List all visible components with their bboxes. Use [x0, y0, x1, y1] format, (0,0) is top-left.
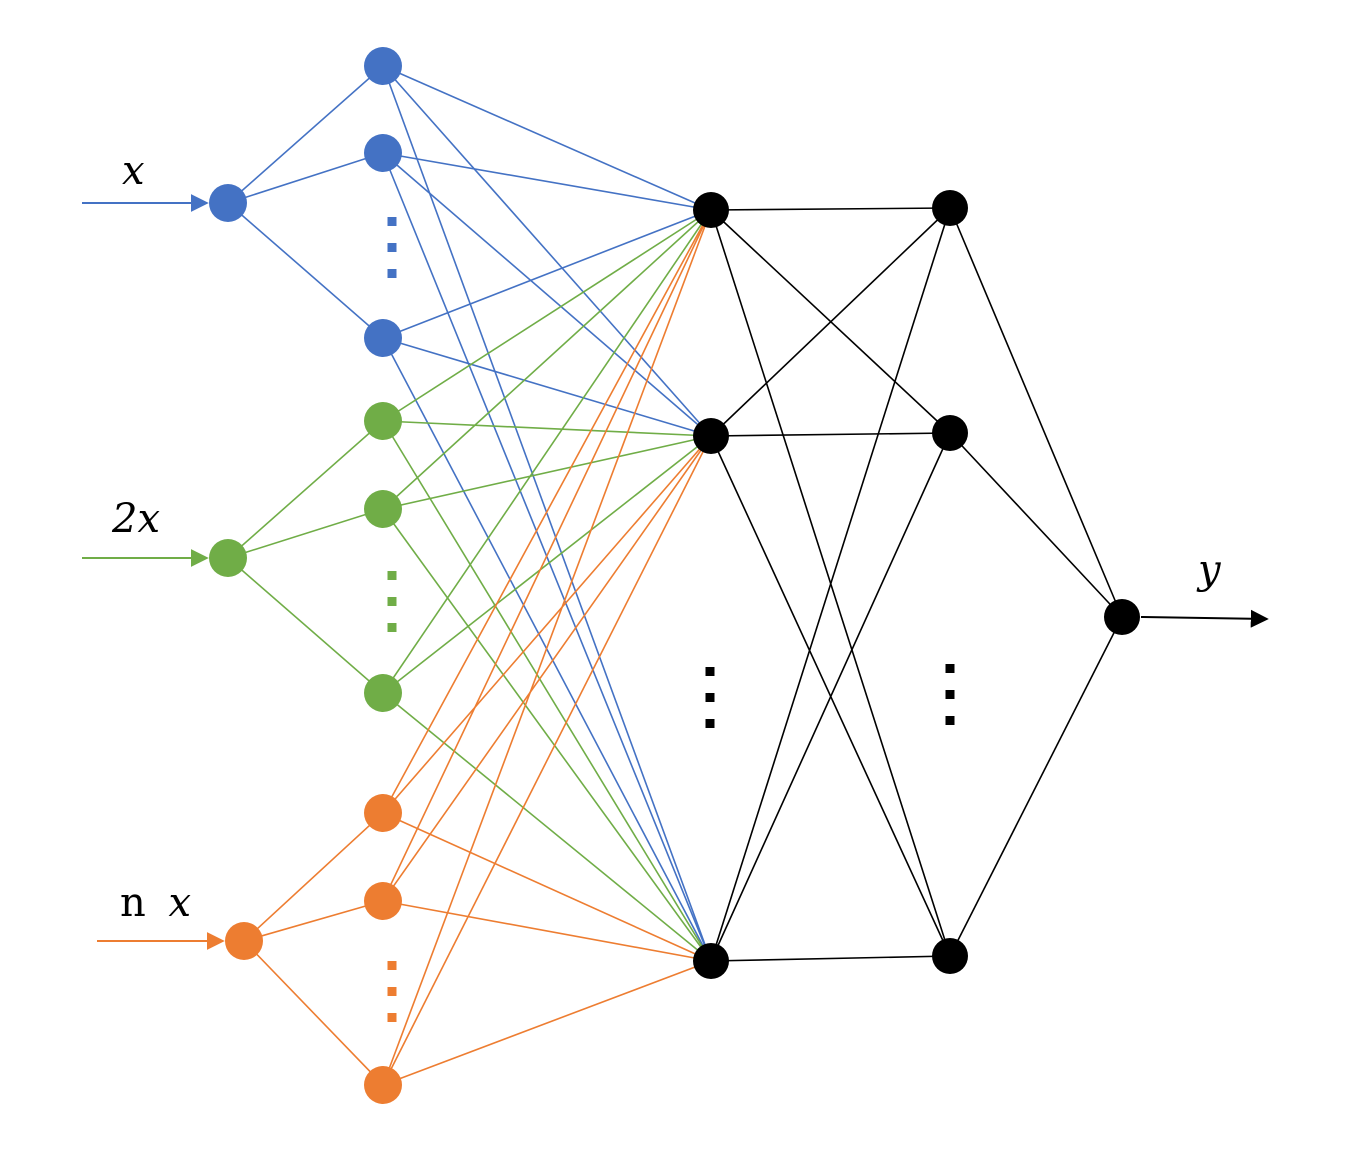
- subnet-node-g2-1: [364, 402, 402, 440]
- edge-g3sub2-to-h1n1: [382, 209, 712, 902]
- ellipsis-group-n-dot: [387, 1013, 397, 1022]
- network-nodes: [209, 47, 1140, 1104]
- hidden1-node-3: [693, 943, 729, 979]
- output-arrow-y: [1140, 609, 1269, 628]
- ellipsis-group-2-dot: [387, 597, 397, 606]
- ellipsis-hidden-2: [945, 664, 955, 725]
- input-label-x: x: [122, 148, 145, 194]
- subnet-node-g1-2: [364, 134, 402, 172]
- edge-h1n1-to-h2n1: [710, 207, 951, 211]
- subnet-node-g3-3: [364, 1066, 402, 1104]
- edge-input2-to-sub2: [227, 508, 384, 559]
- edge-g2sub2-to-h1n2: [382, 435, 712, 510]
- edge-g2sub1-to-h1n2: [382, 420, 712, 437]
- edge-input1-to-sub3: [227, 202, 384, 339]
- ellipsis-group-1: [387, 217, 397, 278]
- subnet-node-g1-3: [364, 319, 402, 357]
- edge-h1n3-to-h2n3: [710, 955, 951, 962]
- subnet-node-g1-1: [364, 47, 402, 85]
- input-arrows: [82, 194, 1269, 950]
- edge-h2n1-to-output: [949, 207, 1123, 618]
- edge-h1n3-to-h2n1: [710, 207, 951, 962]
- ellipsis-group-n-dot: [387, 987, 397, 996]
- edge-g3sub1-to-h1n2: [382, 435, 712, 814]
- edge-g1sub2-to-h1n1: [382, 152, 712, 211]
- input-label-nx: n x: [120, 880, 191, 926]
- input-label-n-var: x: [168, 880, 191, 926]
- ellipsis-group-2-dot: [387, 571, 397, 580]
- edge-g1sub3-to-h1n1: [382, 209, 712, 339]
- edge-h1n2-to-h2n1: [710, 207, 951, 437]
- edge-h1n2-to-h2n2: [710, 432, 951, 437]
- output-node: [1104, 599, 1140, 635]
- edge-input3-to-sub1: [243, 812, 384, 942]
- subnet-node-g3-2: [364, 882, 402, 920]
- ellipsis-group-1-dot: [387, 217, 397, 226]
- edge-input3-to-sub2: [243, 900, 384, 942]
- input-label-n-prefix: n: [120, 880, 146, 926]
- edge-g2sub2-to-h1n3: [382, 508, 712, 962]
- edge-input2-to-sub1: [227, 420, 384, 559]
- edge-input2-to-sub3: [227, 557, 384, 694]
- ellipsis-group-1-dot: [387, 243, 397, 252]
- ellipsis-group-n-dot: [387, 961, 397, 970]
- hidden1-node-2: [693, 418, 729, 454]
- edge-g3sub1-to-h1n3: [382, 812, 712, 962]
- edge-input3-to-sub3: [243, 940, 384, 1086]
- ellipsis-group-2-dot: [387, 623, 397, 632]
- edge-input1-to-sub1: [227, 65, 384, 204]
- edge-g2sub2-to-h1n1: [382, 209, 712, 510]
- edge-input1-to-sub2: [227, 152, 384, 204]
- edge-g2sub3-to-h1n2: [382, 435, 712, 694]
- ellipsis-marks: [387, 217, 955, 1022]
- input-node-3: [225, 922, 263, 960]
- edge-g1sub1-to-h1n2: [382, 65, 712, 437]
- edge-h1n3-to-h2n2: [710, 432, 951, 962]
- output-label-y: y: [1196, 547, 1222, 593]
- ellipsis-hidden-1-dot: [705, 693, 715, 702]
- subnet-node-g2-3: [364, 674, 402, 712]
- ellipsis-hidden-1: [705, 667, 715, 728]
- edge-g3sub3-to-h1n1: [382, 209, 712, 1086]
- ellipsis-group-n: [387, 961, 397, 1022]
- edge-g3sub3-to-h1n2: [382, 435, 712, 1086]
- edge-g2sub1-to-h1n3: [382, 420, 712, 962]
- ellipsis-hidden-2-dot: [945, 690, 955, 699]
- ellipsis-hidden-2-dot: [945, 716, 955, 725]
- input-node-2: [209, 539, 247, 577]
- edge-g1sub1-to-h1n1: [382, 65, 712, 211]
- edge-g3sub2-to-h1n3: [382, 900, 712, 962]
- edge-g1sub3-to-h1n2: [382, 337, 712, 437]
- edge-g2sub3-to-h1n1: [382, 209, 712, 694]
- edge-g2sub1-to-h1n1: [382, 209, 712, 422]
- ellipsis-group-2: [387, 571, 397, 632]
- ellipsis-group-1-dot: [387, 269, 397, 278]
- connection-edges: [227, 65, 1123, 1086]
- hidden2-node-3: [932, 938, 968, 974]
- hidden2-node-1: [932, 190, 968, 226]
- input-label-2x: 2x: [111, 496, 160, 542]
- edge-g1sub2-to-h1n2: [382, 152, 712, 437]
- ellipsis-hidden-1-dot: [705, 719, 715, 728]
- edge-g2sub3-to-h1n3: [382, 692, 712, 962]
- edge-g3sub1-to-h1n1: [382, 209, 712, 814]
- input-node-1: [209, 184, 247, 222]
- edge-h2n3-to-output: [949, 616, 1123, 957]
- edge-g3sub3-to-h1n3: [382, 960, 712, 1086]
- subnet-node-g2-2: [364, 490, 402, 528]
- hidden1-node-1: [693, 192, 729, 228]
- hidden2-node-2: [932, 415, 968, 451]
- ellipsis-hidden-2-dot: [945, 664, 955, 673]
- edge-g3sub2-to-h1n2: [382, 435, 712, 902]
- edge-g1sub1-to-h1n3: [382, 65, 712, 962]
- subnet-node-g3-1: [364, 794, 402, 832]
- ellipsis-hidden-1-dot: [705, 667, 715, 676]
- edge-h2n2-to-output: [949, 432, 1123, 618]
